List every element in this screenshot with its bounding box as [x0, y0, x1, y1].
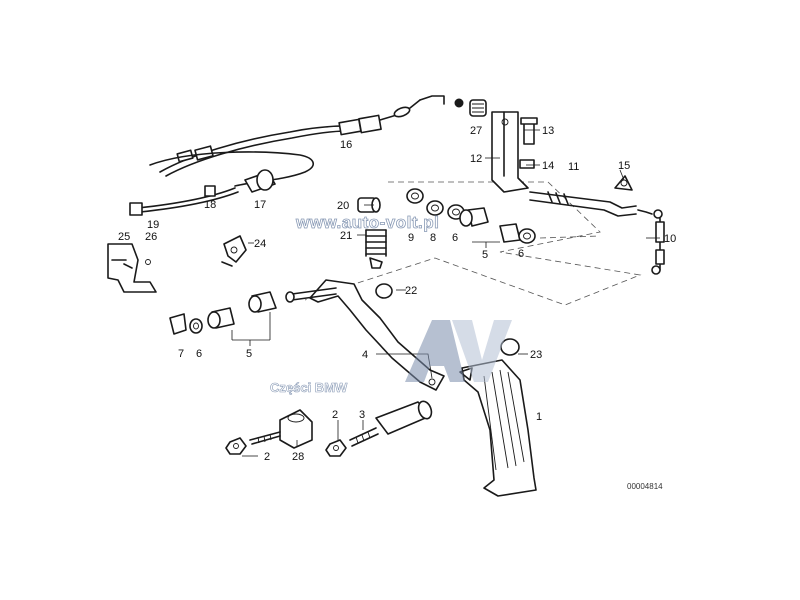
callout-2-right: 2: [332, 409, 338, 421]
callout-14: 14: [542, 160, 554, 172]
callout-12: 12: [470, 153, 482, 165]
callout-10: 10: [664, 233, 676, 245]
bracket-12-assembly: [469, 99, 538, 193]
callout-24: 24: [254, 238, 266, 250]
callout-6-upper-left: 6: [452, 232, 458, 244]
callout-26: 26: [145, 231, 157, 243]
watermark-site-text: www.auto-volt.pl: [295, 213, 439, 232]
callout-20: 20: [337, 200, 349, 212]
cable-17-assembly: [129, 151, 314, 216]
clip-24: [221, 235, 247, 267]
callout-5-lower: 5: [246, 348, 252, 360]
callout-25: 25: [118, 231, 130, 243]
bushing-set-upper: [406, 188, 536, 244]
callout-1: 1: [536, 411, 542, 423]
callout-17: 17: [254, 199, 266, 211]
stop-28-assembly: [225, 409, 313, 455]
stop-3-assembly: [325, 400, 433, 457]
callout-3: 3: [359, 409, 365, 421]
assembly-dashed-outline: [304, 181, 642, 306]
callout-28: 28: [292, 451, 304, 463]
callout-4: 4: [362, 349, 368, 361]
watermark-logo: [405, 320, 512, 382]
callout-13: 13: [542, 125, 554, 137]
callout-11: 11: [568, 161, 579, 173]
callout-18: 18: [204, 199, 216, 211]
callout-21: 21: [340, 230, 352, 242]
drawing-code: 00004814: [627, 482, 663, 491]
callout-2-left: 2: [264, 451, 270, 463]
bushing-20-spring-21: [357, 197, 387, 269]
bracket-25-26: [107, 243, 157, 293]
callout-27: 27: [470, 125, 482, 137]
callout-6-lower: 6: [196, 348, 202, 360]
callout-23: 23: [530, 349, 542, 361]
bushing-set-lower: [169, 291, 277, 335]
throttle-cable-16: [159, 95, 464, 177]
shaft-11-assembly: [529, 175, 665, 275]
callout-5-upper: 5: [482, 249, 488, 261]
callout-9: 9: [408, 232, 414, 244]
accelerator-pedal-1: [459, 338, 537, 497]
callout-15: 15: [618, 160, 630, 172]
callout-6-upper-right: 6: [518, 248, 524, 260]
callout-19: 19: [147, 219, 159, 231]
callout-8: 8: [430, 232, 436, 244]
watermark-brand-text: Części BMW: [270, 380, 348, 395]
callout-7: 7: [178, 348, 184, 360]
pedal-lever-4: [285, 279, 445, 391]
callout-16: 16: [340, 139, 352, 151]
callout-22: 22: [405, 285, 417, 297]
